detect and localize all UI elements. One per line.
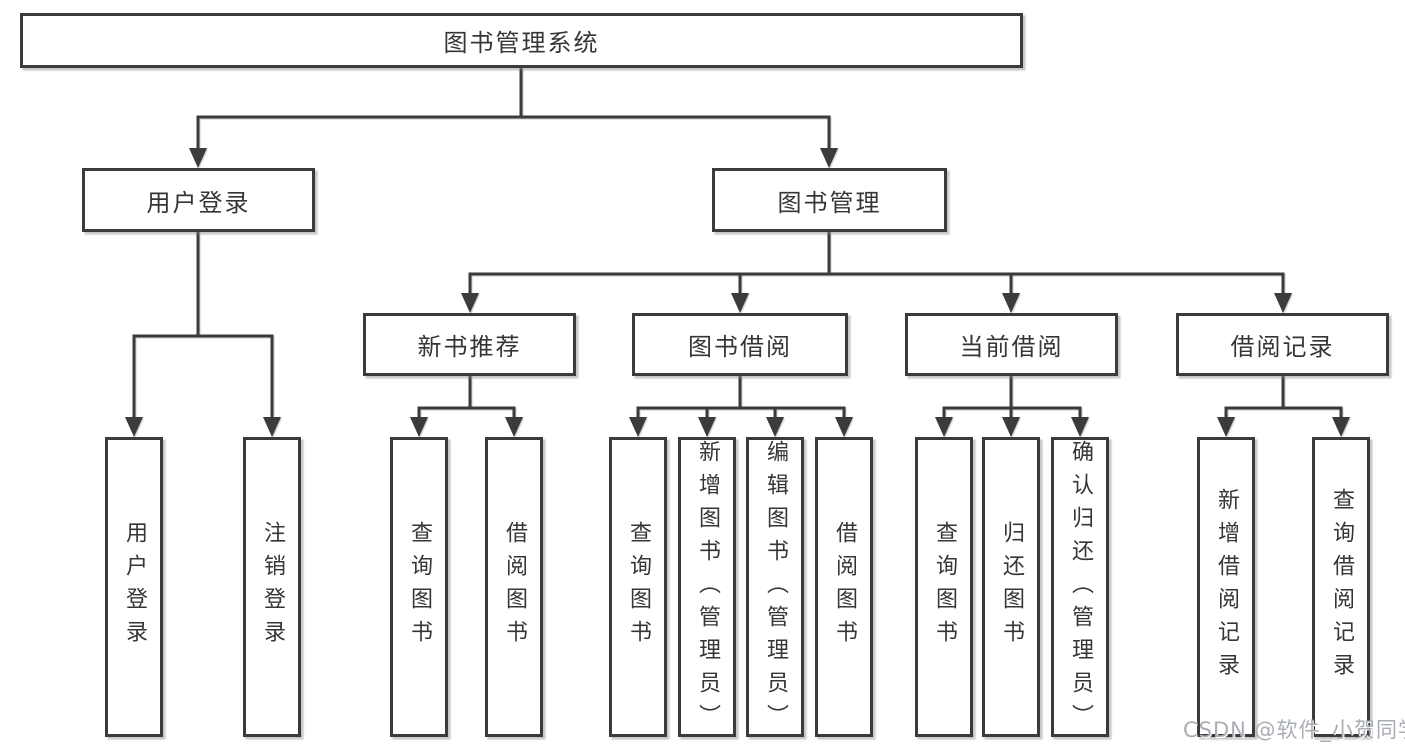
node-current-borrow: 当前借阅 bbox=[905, 313, 1118, 376]
connector-book-borrow-split bbox=[636, 376, 846, 419]
connector-user-login-split bbox=[132, 232, 274, 419]
watermark: CSDN @软件_小贺同学 bbox=[1183, 718, 1405, 742]
connector-root-split bbox=[196, 68, 831, 150]
node-borrow-records: 借阅记录 bbox=[1176, 313, 1389, 376]
leaf-recommend-borrow-books: 借阅图书 bbox=[485, 437, 543, 737]
leaf-add-books-admin: 新增图书（管理员） bbox=[678, 437, 736, 737]
leaf-edit-books-admin: 编辑图书（管理员） bbox=[746, 437, 804, 737]
leaf-confirm-return-admin: 确认归还（管理员） bbox=[1051, 437, 1109, 737]
arrowheads bbox=[125, 148, 1350, 437]
leaf-borrow-books: 借阅图书 bbox=[815, 437, 873, 737]
node-book-borrow: 图书借阅 bbox=[632, 313, 848, 376]
leaf-current-query-books: 查询图书 bbox=[915, 437, 973, 737]
connector-borrow-records-split bbox=[1224, 376, 1343, 419]
leaf-add-borrow-record: 新增借阅记录 bbox=[1197, 437, 1255, 737]
leaf-borrow-query-books: 查询图书 bbox=[609, 437, 667, 737]
node-new-book-recommend: 新书推荐 bbox=[363, 313, 576, 376]
leaf-user-login: 用户登录 bbox=[105, 437, 163, 737]
connector-new-book-split bbox=[417, 376, 516, 419]
node-library-system: 图书管理系统 bbox=[20, 13, 1023, 68]
leaf-query-borrow-record: 查询借阅记录 bbox=[1312, 437, 1370, 737]
leaf-logout: 注销登录 bbox=[243, 437, 301, 737]
connector-current-borrow-split bbox=[942, 376, 1082, 419]
node-book-management: 图书管理 bbox=[712, 168, 947, 232]
leaf-recommend-query-books: 查询图书 bbox=[390, 437, 448, 737]
connector-book-management-split bbox=[468, 232, 1285, 295]
leaf-return-books: 归还图书 bbox=[982, 437, 1040, 737]
node-user-login: 用户登录 bbox=[82, 168, 315, 232]
